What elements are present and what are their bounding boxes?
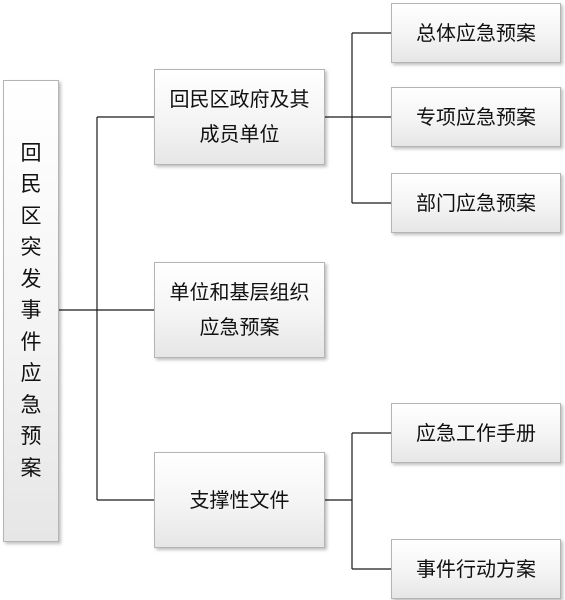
node-event-action-plan-label: 事件行动方案 (416, 557, 536, 581)
node-unit-grassroots-plan: 单位和基层组织应急预案 (154, 262, 325, 358)
node-supporting-documents-label: 支撑性文件 (189, 487, 290, 512)
node-event-action-plan: 事件行动方案 (391, 539, 561, 599)
node-emergency-work-manual-label: 应急工作手册 (416, 421, 536, 445)
node-emergency-work-manual: 应急工作手册 (391, 403, 561, 463)
node-special-emergency-plan-label: 专项应急预案 (416, 105, 536, 129)
node-overall-emergency-plan-label: 总体应急预案 (416, 21, 536, 45)
node-department-emergency-plan: 部门应急预案 (391, 173, 561, 233)
root-node-label: 回民区突发事件应急预案 (20, 140, 42, 480)
node-overall-emergency-plan: 总体应急预案 (391, 3, 561, 63)
node-district-government-label: 回民区政府及其成员单位 (169, 87, 310, 146)
node-department-emergency-plan-label: 部门应急预案 (416, 191, 536, 215)
node-supporting-documents: 支撑性文件 (154, 452, 325, 548)
node-district-government: 回民区政府及其成员单位 (154, 69, 325, 165)
root-node: 回民区突发事件应急预案 (3, 80, 59, 542)
node-special-emergency-plan: 专项应急预案 (391, 87, 561, 147)
node-unit-grassroots-plan-label: 单位和基层组织应急预案 (169, 280, 310, 339)
